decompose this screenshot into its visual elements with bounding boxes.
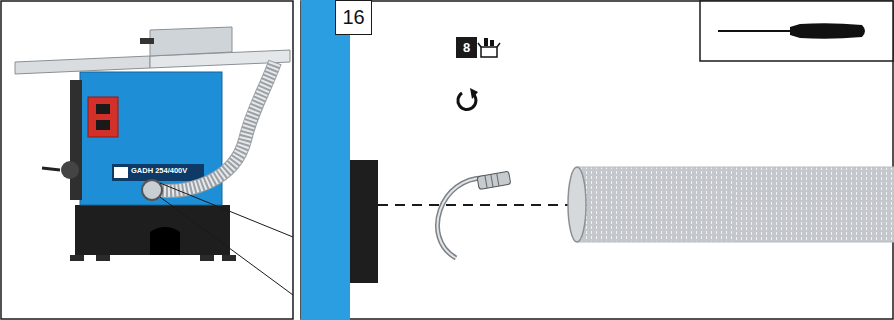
screwdriver-shaft — [718, 30, 792, 32]
crank-handle — [42, 168, 60, 170]
hose-port — [142, 180, 162, 200]
switch-box — [88, 97, 118, 137]
fence-knob — [140, 38, 154, 44]
leader-line — [160, 197, 293, 295]
infeed-table — [15, 56, 150, 74]
parts-box-icon — [478, 38, 500, 57]
leader-line — [160, 183, 293, 237]
clamp-screw — [477, 171, 511, 189]
tool-box — [700, 1, 893, 61]
hose-edge — [577, 167, 894, 168]
name-plate — [112, 164, 204, 181]
hose — [577, 167, 894, 242]
assembly-line — [378, 204, 572, 206]
hose-clamp — [437, 178, 486, 258]
switch-button — [96, 104, 110, 114]
step-number-text: 16 — [342, 6, 364, 29]
side-panel — [70, 80, 82, 200]
screwdriver-handle — [790, 23, 865, 39]
machine-base — [75, 205, 230, 255]
extraction-port — [350, 160, 378, 283]
hose-opening — [568, 167, 586, 242]
switch-button — [96, 120, 110, 130]
logo-mark — [114, 167, 128, 178]
base-opening — [150, 227, 180, 255]
machine-side — [301, 0, 350, 320]
step-number: 16 — [335, 0, 372, 35]
callout-number-text: 8 — [463, 40, 470, 55]
machine-feet — [70, 255, 236, 261]
callout-number: 8 — [456, 37, 477, 58]
hose-edge — [577, 242, 894, 243]
handwheel — [61, 161, 79, 179]
rotation-arrowhead — [470, 88, 478, 99]
hose-ribs — [577, 167, 894, 242]
panel-frame — [1, 1, 293, 319]
panel-frame — [301, 1, 893, 319]
model-name: GADH 254/400V — [131, 166, 187, 175]
hose-clamp — [437, 178, 486, 258]
fence — [150, 27, 232, 56]
